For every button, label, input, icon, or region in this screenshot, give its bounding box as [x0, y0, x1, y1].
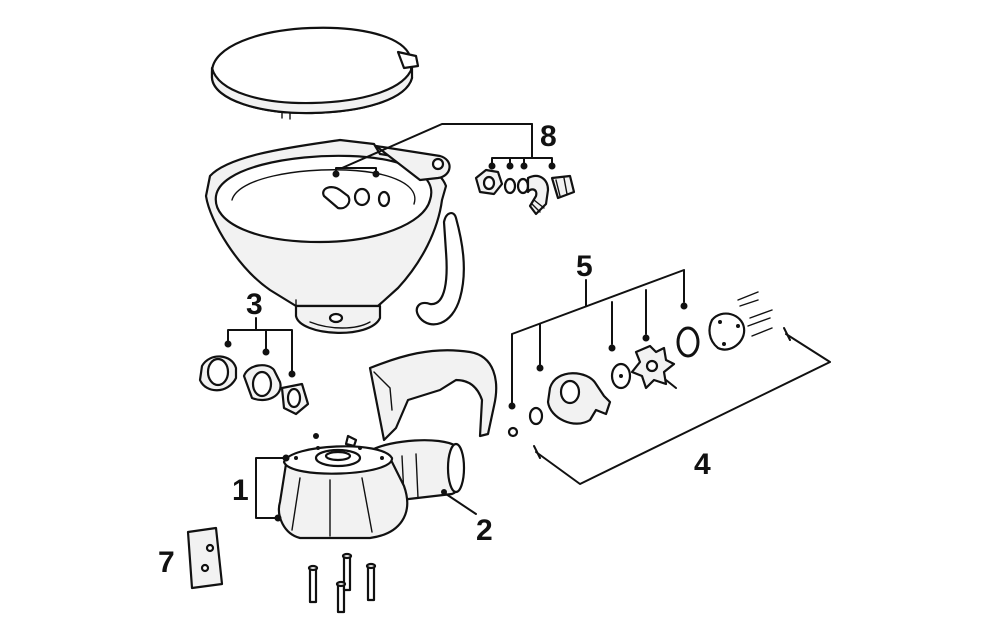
- fittings-group-8: [474, 168, 576, 216]
- callout-5: 5: [576, 250, 593, 283]
- leader-lines: [224, 123, 831, 522]
- base-bolts: [307, 552, 377, 614]
- callout-3: 3: [246, 288, 263, 321]
- callout-4: 4: [694, 448, 711, 481]
- flush-hose: [415, 212, 465, 326]
- callout-numbers: 1 2 3 4 5 7 8: [158, 120, 711, 579]
- pump-parts-group: [507, 291, 773, 438]
- mounting-plate: [186, 526, 224, 590]
- callout-2: 2: [476, 514, 493, 547]
- callout-8: 8: [540, 120, 557, 153]
- pump-base-assembly: [277, 349, 498, 540]
- toilet-bowl: [204, 138, 451, 334]
- callout-1: 1: [232, 474, 249, 507]
- callout-7: 7: [158, 546, 175, 579]
- toilet-seat-lid: [210, 26, 420, 120]
- fittings-group-3: [198, 355, 310, 416]
